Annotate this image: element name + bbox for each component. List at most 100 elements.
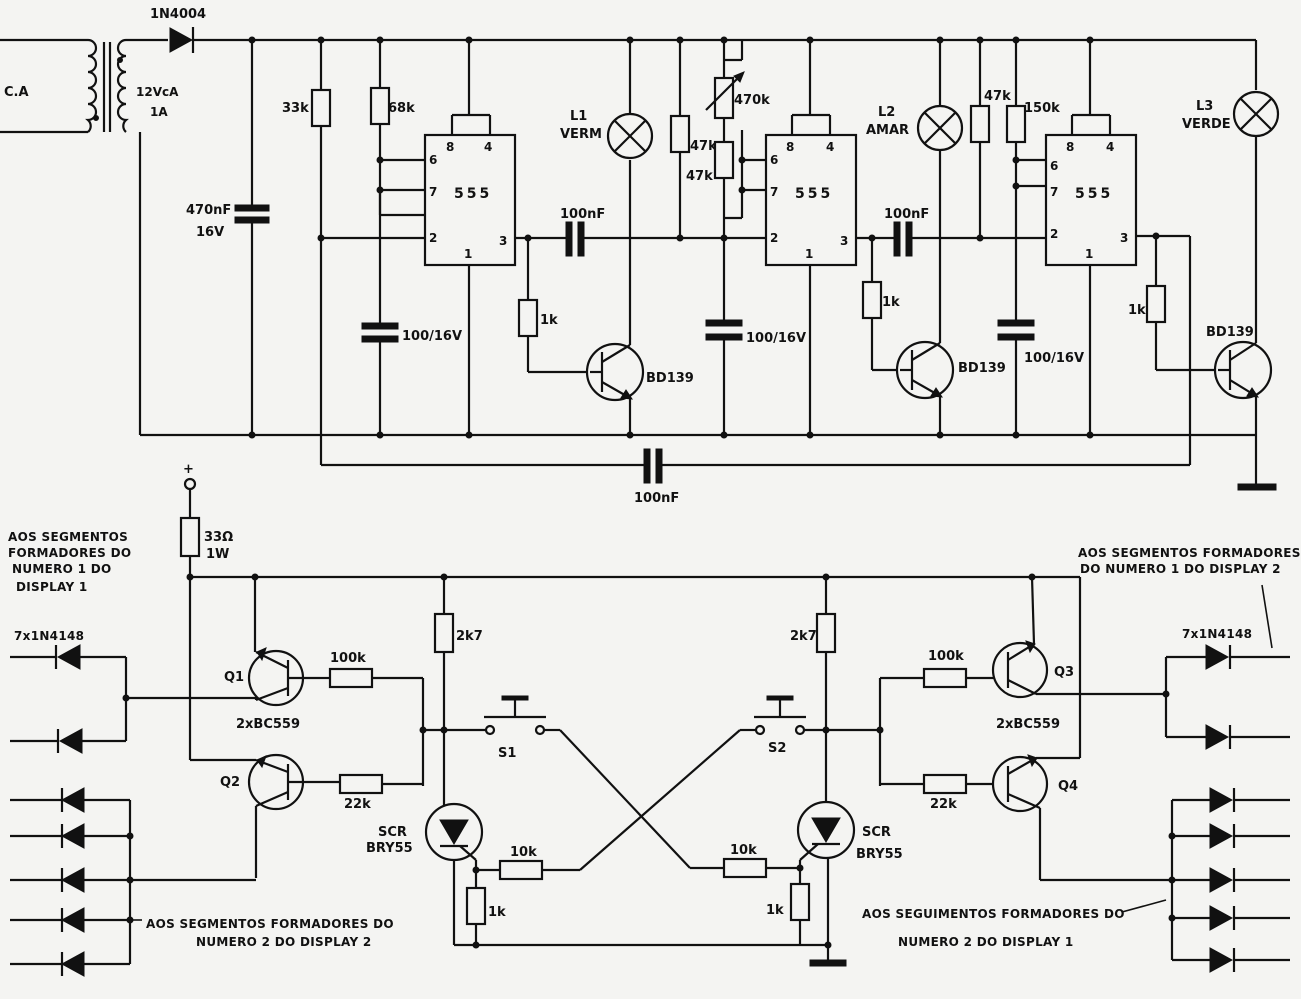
svg-text:1: 1 xyxy=(1085,247,1093,261)
r2k7-right-label: 2k7 xyxy=(790,629,817,644)
svg-text:2: 2 xyxy=(1050,227,1058,241)
left-top-note: AOS SEGMENTOS FORMADORES DO NUMERO 1 DO … xyxy=(8,530,131,643)
top-circuit: C.A 12VcA 1A 1N4004 470nF 16V xyxy=(0,7,1280,506)
bc559-left-label: 2xBC559 xyxy=(236,717,300,732)
r22k-left-label: 22k xyxy=(344,797,371,812)
lamp2-name: L2 xyxy=(878,105,895,120)
svg-text:3: 3 xyxy=(1120,231,1128,245)
lamp3-color: VERDE xyxy=(1182,117,1231,132)
svg-text:3: 3 xyxy=(499,234,507,248)
r1k-left-label: 1k xyxy=(488,905,506,920)
resistor-22k-left xyxy=(338,773,384,795)
left-bottom-note-2: NUMERO 2 DO DISPLAY 2 xyxy=(196,935,372,949)
rectifier-diode-label: 1N4004 xyxy=(150,7,206,22)
svg-text:2: 2 xyxy=(429,231,437,245)
filter-cap-voltage-label: 16V xyxy=(196,225,224,240)
scr-right-label-2: BRY55 xyxy=(856,847,903,862)
lamp3-name: L3 xyxy=(1196,99,1213,114)
q1-label: Q1 xyxy=(224,670,244,685)
lamp2-color: AMAR xyxy=(866,123,909,138)
transformer-current-label: 1A xyxy=(150,105,168,119)
transistor-q3: Q3 xyxy=(991,576,1166,699)
ground-symbol xyxy=(1237,483,1277,491)
svg-text:6: 6 xyxy=(429,153,437,167)
svg-text:7: 7 xyxy=(429,185,437,199)
supply-resistor-watt-label: 1W xyxy=(206,547,229,562)
timing-network-2: 47k 470k 47k 100/16V xyxy=(669,36,806,439)
timing-cap3-label: 100/16V xyxy=(1024,351,1084,366)
q3-label: Q3 xyxy=(1054,665,1074,680)
ic2-type: 555 xyxy=(795,186,833,202)
transformer-voltage-label: 12VcA xyxy=(136,85,179,99)
ic3-type: 555 xyxy=(1075,186,1113,202)
q2-label: Q2 xyxy=(220,775,240,790)
resistor-150k-label: 150k xyxy=(1024,101,1060,116)
base-resistor2-label: 1k xyxy=(882,295,900,310)
right-bottom-note-2: NUMERO 2 DO DISPLAY 1 xyxy=(898,935,1074,949)
svg-text:8: 8 xyxy=(1066,140,1074,154)
svg-text:DISPLAY 1: DISPLAY 1 xyxy=(16,580,88,594)
diode-array-right-top xyxy=(1162,644,1290,750)
base-resistor1-label: 1k xyxy=(540,313,558,328)
timing-cap1-label: 100/16V xyxy=(402,329,462,344)
resistor-33k-label: 33k xyxy=(282,101,309,116)
switch-s1-label: S1 xyxy=(498,746,516,761)
svg-text:8: 8 xyxy=(446,140,454,154)
resistor-68k-label: 68k xyxy=(388,101,415,116)
diodes-right-label: 7x1N4148 xyxy=(1182,627,1252,641)
svg-text:7: 7 xyxy=(1050,185,1058,199)
feedback-capacitor: 100nF xyxy=(321,300,1192,506)
plus-label: + xyxy=(183,462,194,477)
filter-capacitor: 470nF 16V xyxy=(186,36,270,439)
lamp1-name: L1 xyxy=(570,109,587,124)
r2k7-left-label: 2k7 xyxy=(456,629,483,644)
supply-input: + 33Ω 1W xyxy=(179,462,233,760)
svg-text:NUMERO 1 DO: NUMERO 1 DO xyxy=(12,562,112,576)
r10k-left-label: 10k xyxy=(510,845,537,860)
svg-text:4: 4 xyxy=(1106,140,1114,154)
transistor-q2: Q2 xyxy=(190,753,340,878)
resistor-47k-c-label: 47k xyxy=(984,89,1011,104)
svg-text:FORMADORES DO: FORMADORES DO xyxy=(8,546,131,560)
filter-cap-label: 470nF xyxy=(186,203,231,218)
ic-555-2: 8 4 6 7 2 1 3 555 xyxy=(764,36,858,439)
timing-cap2-label: 100/16V xyxy=(746,331,806,346)
pot-470k-label: 470k xyxy=(734,93,770,108)
r1k-right-label: 1k xyxy=(766,903,784,918)
resistor-33k: 33k xyxy=(282,36,332,465)
transformer: C.A 12VcA 1A xyxy=(0,38,179,134)
scr-left-label-2: BRY55 xyxy=(366,841,413,856)
lamp-l2: L2 AMAR xyxy=(866,36,964,152)
diodes-left-label: 7x1N4148 xyxy=(14,629,84,643)
feedback-cap-label: 100nF xyxy=(634,491,679,506)
r10k-right-label: 10k xyxy=(730,843,757,858)
supply-resistor-label: 33Ω xyxy=(204,530,233,545)
resistor-68k: 68k 100/16V xyxy=(361,36,462,439)
bottom-ground-symbol xyxy=(809,959,847,967)
coupling-cap-2: 100nF xyxy=(884,207,929,257)
svg-text:1: 1 xyxy=(805,247,813,261)
coupling-cap1-label: 100nF xyxy=(560,207,605,222)
timing-network-3: 47k 150k 100/16V xyxy=(969,36,1084,439)
svg-text:1: 1 xyxy=(464,247,472,261)
transistor-q1: Q1 xyxy=(224,577,320,707)
lamp1-color: VERM xyxy=(560,127,602,142)
resistor-22k-right xyxy=(922,773,968,795)
driver-stage-1: 1k BD139 xyxy=(517,160,694,439)
svg-text:4: 4 xyxy=(826,140,834,154)
ic-555-3: 8 4 6 7 2 1 3 555 xyxy=(1044,36,1138,439)
svg-text:2: 2 xyxy=(770,231,778,245)
transistor2-label: BD139 xyxy=(958,361,1006,376)
scr-right-label-1: SCR xyxy=(862,825,891,840)
driver-stage-3: 1k BD139 xyxy=(1128,136,1273,435)
r100k-right-label: 100k xyxy=(928,649,964,664)
right-top-note-2: DO NUMERO 1 DO DISPLAY 2 xyxy=(1080,562,1281,576)
resistor-47k-a-label: 47k xyxy=(690,139,717,154)
right-top-note-1: AOS SEGMENTOS FORMADORES xyxy=(1078,546,1301,560)
scr-left-label-1: SCR xyxy=(378,825,407,840)
transistor3-label: BD139 xyxy=(1206,325,1254,340)
driver-stage-2: 1k BD139 xyxy=(861,150,1006,439)
svg-text:AOS SEGMENTOS: AOS SEGMENTOS xyxy=(8,530,128,544)
